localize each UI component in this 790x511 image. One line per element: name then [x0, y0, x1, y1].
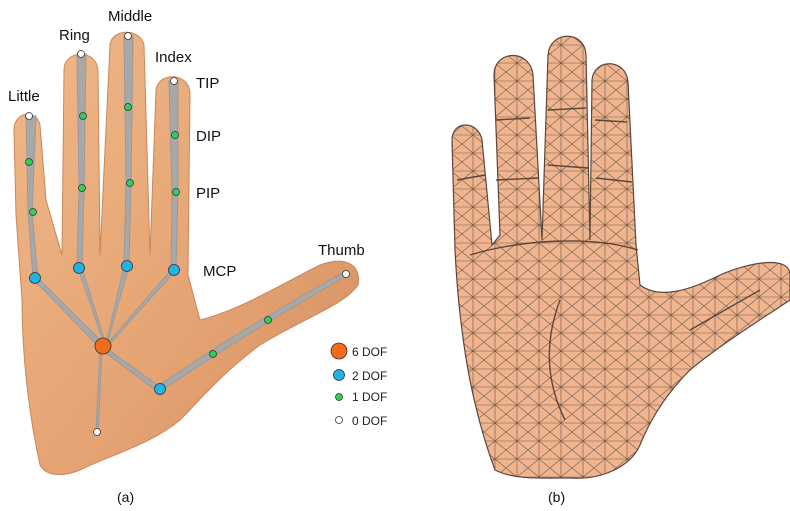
joint-wrist-end — [94, 429, 101, 436]
legend-marker-0dof — [336, 417, 343, 424]
joint-index-mcp — [169, 265, 180, 276]
joint-middle-dip — [125, 104, 132, 111]
legend-label-1dof: 1 DOF — [352, 390, 387, 404]
joint-middle-tip — [125, 33, 132, 40]
legend-marker-1dof — [336, 394, 343, 401]
joint-thumb-tip — [343, 271, 350, 278]
joint-middle-pip — [127, 180, 134, 187]
legend-marker-6dof — [331, 343, 347, 359]
mesh-hand — [452, 36, 790, 478]
caption-a: (a) — [117, 489, 134, 505]
joint-thumb-ip — [265, 317, 272, 324]
joint-little-mcp — [30, 273, 41, 284]
joint-little-dip — [26, 159, 33, 166]
label-dip: DIP — [196, 128, 221, 145]
joint-thumb-mcp — [210, 351, 217, 358]
joint-root-6dof — [95, 338, 111, 354]
joint-index-tip — [171, 78, 178, 85]
legend-label-2dof: 2 DOF — [352, 369, 387, 383]
legend-label-0dof: 0 DOF — [352, 414, 387, 428]
label-thumb: Thumb — [318, 242, 365, 259]
joint-index-dip — [172, 132, 179, 139]
label-ring: Ring — [59, 27, 90, 44]
label-index: Index — [155, 49, 192, 66]
legend-marker-2dof — [334, 370, 345, 381]
label-pip: PIP — [196, 185, 220, 202]
label-tip: TIP — [196, 75, 219, 92]
legend-label-6dof: 6 DOF — [352, 345, 387, 359]
joint-little-tip — [26, 113, 33, 120]
label-little: Little — [8, 88, 40, 105]
panel-b: (b) — [452, 36, 790, 505]
hand-silhouette — [14, 32, 359, 474]
label-mcp: MCP — [203, 263, 236, 280]
joint-little-pip — [30, 209, 37, 216]
joint-ring-pip — [79, 185, 86, 192]
caption-b: (b) — [548, 489, 565, 505]
joint-index-pip — [173, 189, 180, 196]
dof-legend: 6 DOF 2 DOF 1 DOF 0 DOF — [331, 343, 387, 428]
label-middle: Middle — [108, 8, 152, 25]
joint-thumb-cmc — [155, 384, 166, 395]
joint-ring-dip — [80, 113, 87, 120]
panel-a: Little Ring Middle Index TIP DIP PIP MCP… — [8, 8, 387, 505]
joint-middle-mcp — [122, 261, 133, 272]
joint-ring-mcp — [74, 263, 85, 274]
joint-ring-tip — [78, 51, 85, 58]
